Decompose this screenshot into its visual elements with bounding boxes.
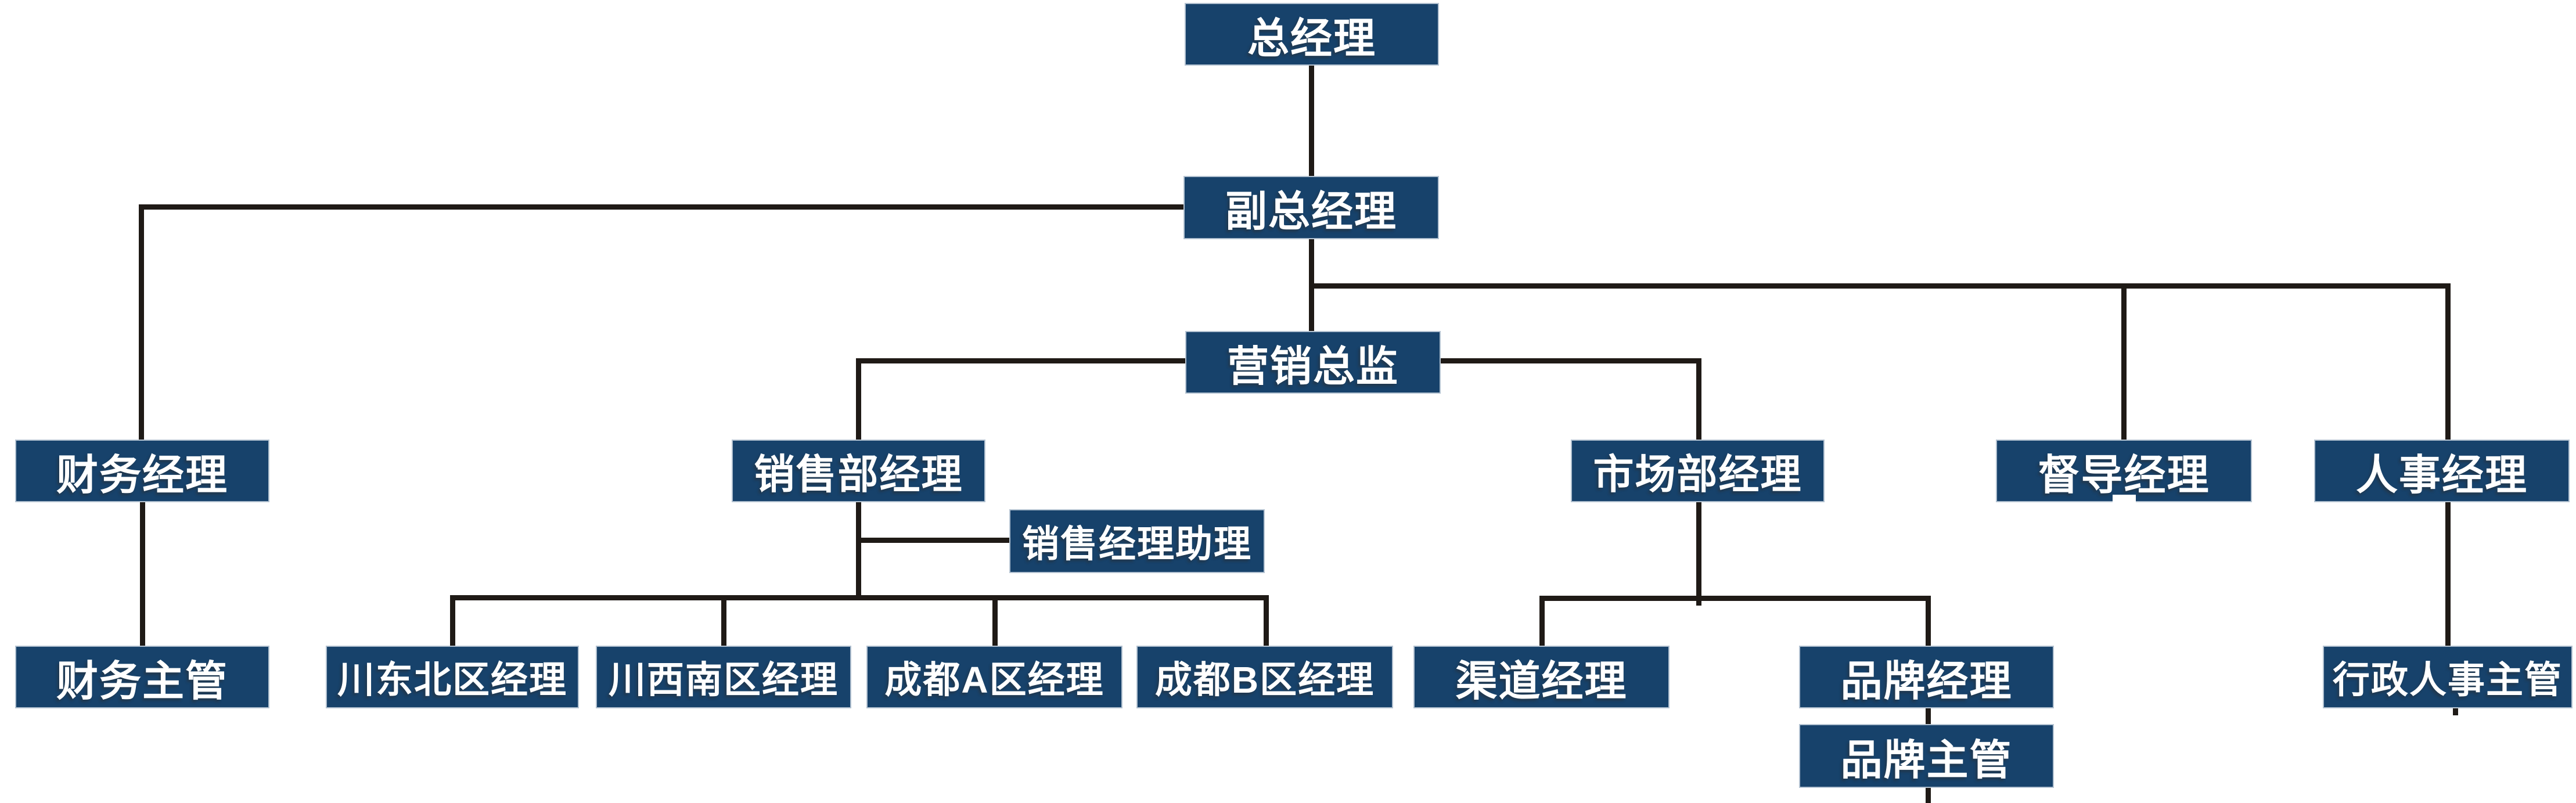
org-node-general-manager: 总经理 [1185,3,1439,66]
org-node-label-finance-manager: 财务经理 [56,452,228,499]
org-node-chuandongbei-region-manager: 川东北区经理 [326,646,579,708]
org-node-label-chengdu-b-region-manager: 成都B区经理 [1154,659,1375,701]
org-node-channel-manager: 渠道经理 [1413,646,1670,708]
org-node-chengdu-a-region-manager: 成都A区经理 [866,646,1122,708]
connector-line-finance-to-supervisor-v [140,502,145,646]
connector-line-hr-to-admin-v [2445,502,2451,646]
org-node-brand-manager: 品牌经理 [1799,646,2054,708]
connector-line-dgm-right-branch-h [1309,283,2451,289]
connector-line-sales-dept-riser-v [856,358,861,440]
org-node-marketing-director: 营销总监 [1185,331,1441,394]
org-node-label-finance-supervisor: 财务主管 [56,658,228,705]
org-node-brand-supervisor: 品牌主管 [1799,724,2054,788]
org-node-label-hr-manager: 人事经理 [2355,452,2528,499]
connector-line-market-dept-riser-v [1696,358,1701,440]
org-node-label-marketing-director: 营销总监 [1226,343,1399,390]
org-node-label-brand-supervisor: 品牌主管 [1840,737,2013,784]
org-node-sales-dept-manager: 销售部经理 [732,440,985,502]
org-node-label-supervision-manager: 督导经理 [2038,452,2210,499]
connector-line-md-left-connector-h [856,358,1185,363]
org-node-chuanxinan-region-manager: 川西南区经理 [596,646,851,708]
connector-line-brand-supervisor-stub-v [1926,788,1931,803]
connector-line-sales-dept-drop-v [856,502,861,600]
org-node-label-market-dept-manager: 市场部经理 [1593,451,1803,497]
org-node-label-admin-hr-supervisor: 行政人事主管 [2333,659,2563,701]
org-node-hr-manager: 人事经理 [2314,440,2570,502]
connector-line-chuanxinan-drop-v [721,595,726,646]
connector-line-market-distribution-h [1539,596,1931,601]
connector-line-chengdu-b-drop-v [1264,595,1269,646]
org-node-deputy-general-manager: 副总经理 [1183,176,1439,239]
org-node-chengdu-b-region-manager: 成都B区经理 [1136,646,1393,708]
org-node-label-chengdu-a-region-manager: 成都A区经理 [884,659,1104,701]
connector-line-md-right-connector-h [1441,358,1701,363]
org-node-label-channel-manager: 渠道经理 [1455,658,1628,705]
connector-line-hr-manager-riser-v [2445,283,2451,440]
org-node-finance-supervisor: 财务主管 [15,646,269,708]
connector-line-assistant-connector-h [856,538,1009,543]
connector-line-sales-distribution-h [450,595,1269,600]
org-node-market-dept-manager: 市场部经理 [1571,440,1825,502]
org-node-finance-manager: 财务经理 [15,440,269,502]
org-node-label-sales-dept-manager: 销售部经理 [754,451,963,497]
org-node-label-chuanxinan-region-manager: 川西南区经理 [609,659,839,701]
connector-line-chuandongbei-drop-v [450,595,455,646]
connector-line-admin-hr-stub-v [2453,708,2458,715]
connector-line-brand-mgr-to-supervisor-v [1926,708,1931,724]
supervision-manager-bottom-notch [2113,495,2136,503]
org-node-label-sales-manager-assistant: 销售经理助理 [1022,523,1252,565]
connector-line-market-dept-drop-v [1696,502,1701,606]
connector-line-chengdu-a-drop-v [992,595,998,646]
org-node-label-brand-manager: 品牌经理 [1840,658,2013,705]
org-node-supervision-manager: 督导经理 [1996,440,2252,502]
connector-line-finance-manager-riser-v [139,204,144,440]
org-node-sales-manager-assistant: 销售经理助理 [1009,509,1265,573]
connector-line-brand-drop-v [1926,596,1931,646]
org-node-label-general-manager: 总经理 [1247,15,1376,62]
connector-line-channel-drop-v [1539,596,1545,646]
connector-line-supervision-manager-riser-v [2121,283,2127,440]
org-node-label-chuandongbei-region-manager: 川东北区经理 [337,659,567,701]
org-node-admin-hr-supervisor: 行政人事主管 [2323,646,2573,708]
connector-line-dgm-left-branch-h [139,204,1183,210]
connector-line-gm-to-dgm-v [1309,66,1314,176]
org-node-label-deputy-general-manager: 副总经理 [1225,189,1397,235]
